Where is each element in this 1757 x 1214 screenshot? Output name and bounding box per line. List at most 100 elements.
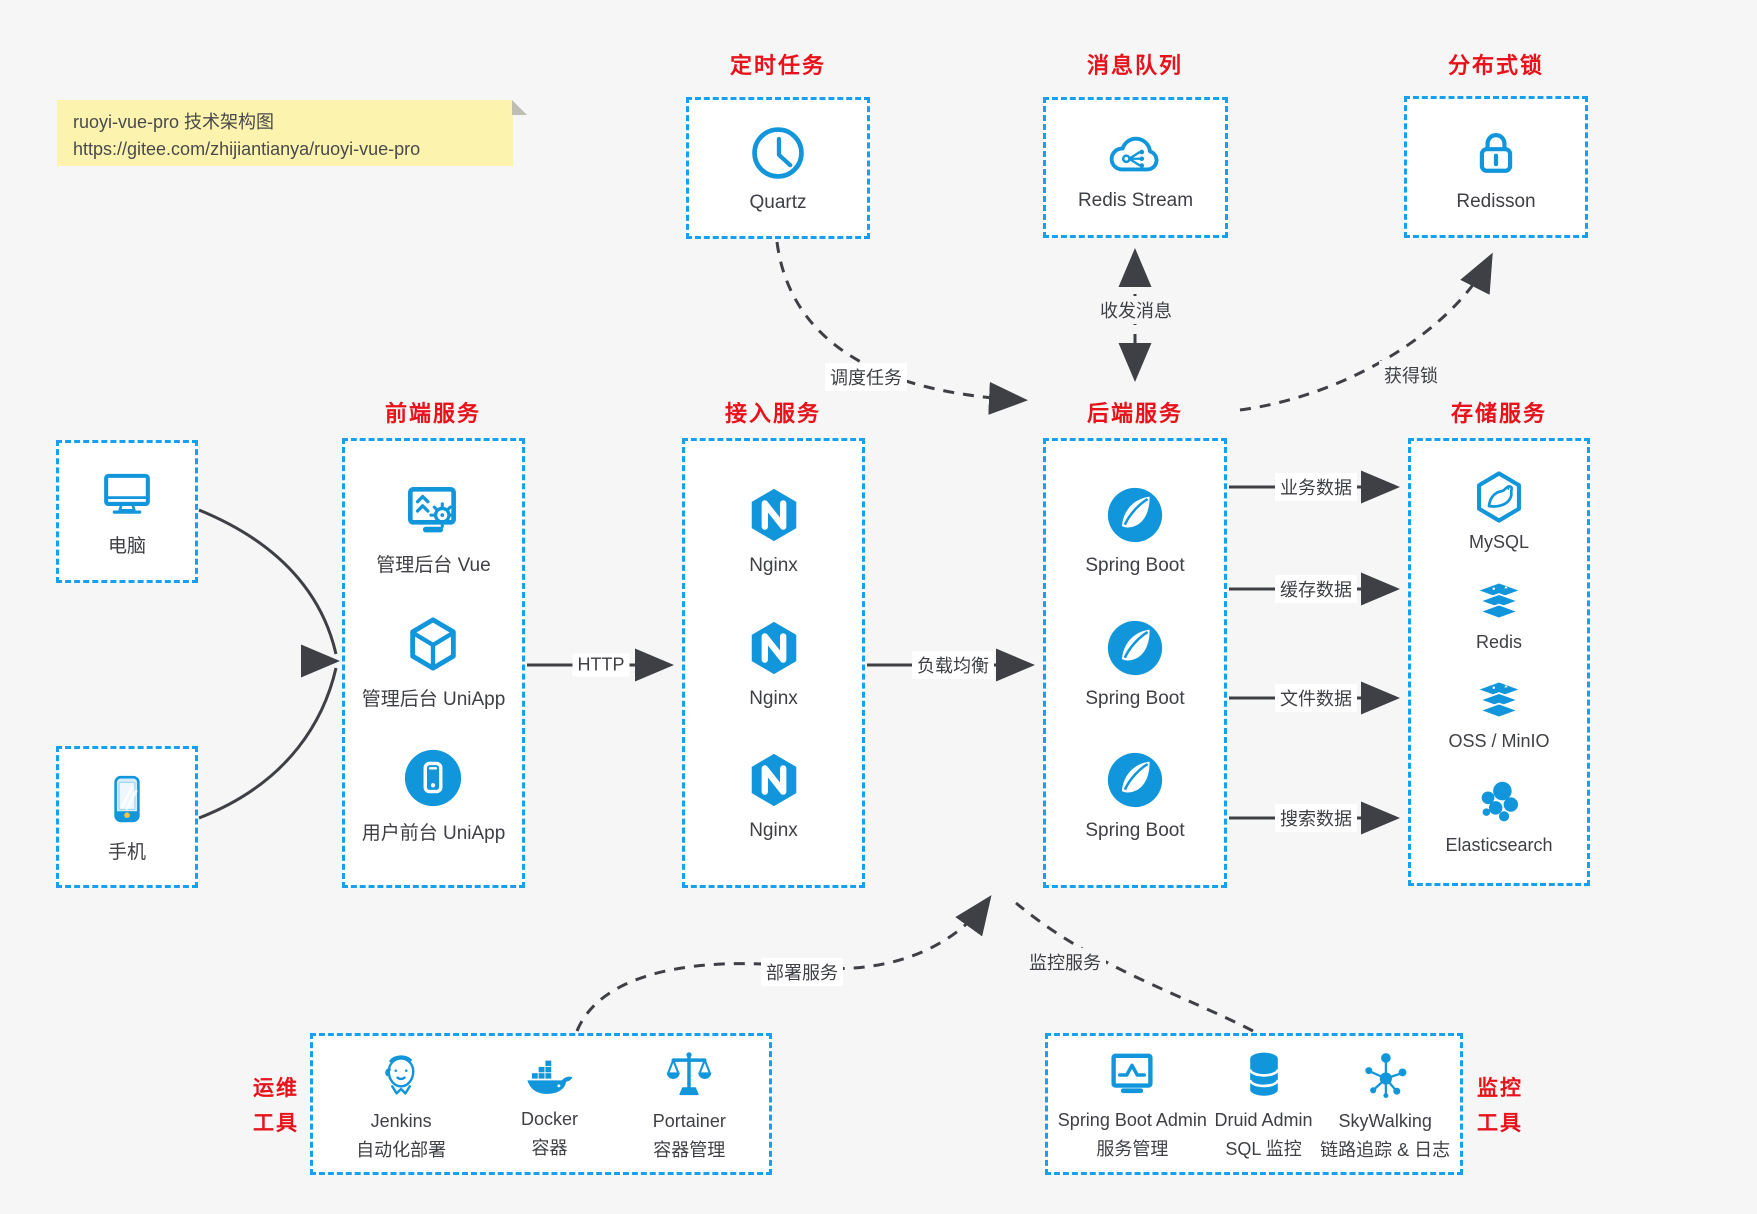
clock-icon [752,126,804,179]
nginx-icon [751,621,796,674]
node-sublabel: 服务管理 [1096,1139,1169,1159]
edge-label-file-data: 文件数据 [1275,684,1357,712]
node-portainer: Portainer 容器管理 [653,1046,726,1163]
node-admin-vue: 管理后台 Vue [376,481,491,577]
lock-icon [1479,132,1513,173]
node-label: Nginx [749,819,798,841]
node-label: Spring Boot Admin [1057,1109,1207,1130]
node-sublabel: 链路追踪 & 日志 [1320,1140,1451,1160]
node-label: Elasticsearch [1445,835,1553,856]
node-label: Spring Boot [1085,687,1185,709]
node-label: Druid Admin [1214,1109,1313,1130]
wire-phone-to-frontend [198,667,338,820]
box-redis-stream: Redis Stream [1043,97,1228,238]
node-spring-boot-3: Spring Boot [1085,749,1185,842]
node-label: 管理后台 UniApp [361,689,506,710]
edge-label-lock: 获得锁 [1379,361,1443,389]
title-gateway-services: 接入服务 [724,401,822,426]
node-label: Portainer [652,1110,726,1131]
uniapp-cube-icon [410,617,457,671]
node-redisson: Redisson [1456,122,1536,213]
box-gateway-services: Nginx Nginx Nginx [682,438,865,888]
node-nginx-2: Nginx [743,617,805,710]
node-sublabel: 自动化部署 [356,1140,447,1160]
node-label: 电脑 [107,535,146,557]
spring-boot-icon [1107,752,1163,807]
node-label: Redisson [1456,190,1536,212]
title-backend-services: 后端服务 [1086,401,1184,426]
node-sublabel: 容器 [531,1138,568,1158]
title-storage-services: 存储服务 [1450,401,1548,426]
box-storage-services: MySQL Redis OSS / MinIO [1408,438,1590,886]
edge-label-http: HTTP [572,653,630,677]
box-ops-tools: Jenkins 自动化部署 Docker 容器 [310,1033,772,1175]
node-label: Spring Boot [1085,555,1185,577]
elasticsearch-icon [1481,781,1518,822]
spring-boot-icon [1107,488,1163,543]
node-phone: 手机 [99,770,155,864]
edge-label-deploy: 部署服务 [761,958,843,986]
node-label: Jenkins [370,1110,432,1131]
box-redisson: Redisson [1404,96,1588,238]
node-label: Redis [1475,631,1523,652]
druid-icon [1248,1052,1279,1096]
node-admin-uniapp: 管理后台 UniApp [361,613,506,711]
node-oss-minio: OSS / MinIO [1448,675,1550,752]
spring-boot-icon [1107,620,1163,675]
box-pc-client: 电脑 [56,440,198,583]
box-phone-client: 手机 [56,746,198,888]
node-spring-boot-admin: Spring Boot Admin 服务管理 [1058,1047,1207,1162]
node-label: MySQL [1468,531,1529,552]
wire-acquire-lock [1239,252,1493,412]
admin-vue-icon [408,487,457,533]
node-label: Spring Boot [1085,819,1185,841]
node-druid-admin: Druid Admin SQL 监控 [1215,1047,1313,1162]
node-label: Quartz [749,191,807,213]
node-pc: 电脑 [98,466,156,558]
node-redis-stream: Redis Stream [1078,123,1193,212]
box-backend-services: Spring Boot Spring Boot Spring Boot [1043,438,1227,888]
node-label: OSS / MinIO [1448,731,1550,752]
docker-icon [527,1060,573,1094]
node-label: Nginx [749,687,798,709]
smartphone-icon [114,775,140,823]
edge-label-search-data: 搜索数据 [1275,804,1357,832]
title-distributed-lock: 分布式锁 [1447,53,1545,78]
node-sublabel: SQL 监控 [1225,1139,1302,1159]
nginx-icon [751,753,796,806]
wire-pc-to-frontend [198,508,338,655]
oss-minio-icon [1477,682,1521,719]
nginx-icon [751,489,796,542]
box-quartz: Quartz [686,97,870,239]
node-user-uniapp: 用户前台 UniApp [362,747,505,845]
node-label: Docker [520,1108,578,1129]
node-nginx-3: Nginx [743,749,805,842]
node-jenkins: Jenkins 自动化部署 [356,1046,446,1163]
mysql-icon [1477,471,1521,523]
title-message-queue: 消息队列 [1086,53,1184,78]
box-monitor-tools: Spring Boot Admin 服务管理 Druid Admin SQL 监… [1045,1033,1463,1175]
node-spring-boot-1: Spring Boot [1085,484,1185,577]
skywalking-icon [1365,1052,1407,1098]
edge-label-cache-data: 缓存数据 [1275,575,1357,603]
sticky-note: ruoyi-vue-pro 技术架构图 https://gitee.com/zh… [57,100,527,166]
desktop-icon [104,473,150,514]
monitor-tools-title: 监控 工具 [1477,1077,1523,1135]
node-elasticsearch: Elasticsearch [1445,775,1553,856]
note-title: ruoyi-vue-pro 技术架构图 [73,112,275,132]
node-mysql: MySQL [1469,468,1529,553]
node-label: 管理后台 Vue [376,555,491,576]
node-label: Redis Stream [1077,190,1194,211]
node-label: Nginx [749,555,798,577]
edge-label-monitor: 监控服务 [1024,948,1106,976]
node-spring-boot-2: Spring Boot [1085,617,1185,710]
node-sublabel: 容器管理 [653,1140,726,1160]
node-redis: Redis [1471,576,1527,653]
node-nginx-1: Nginx [743,484,805,577]
portainer-icon [666,1051,712,1095]
node-quartz: Quartz [748,123,808,214]
cloud-stream-icon [1110,136,1159,172]
user-app-icon [405,749,462,807]
note-url: https://gitee.com/zhijiantianya/ruoyi-vu… [73,139,421,159]
